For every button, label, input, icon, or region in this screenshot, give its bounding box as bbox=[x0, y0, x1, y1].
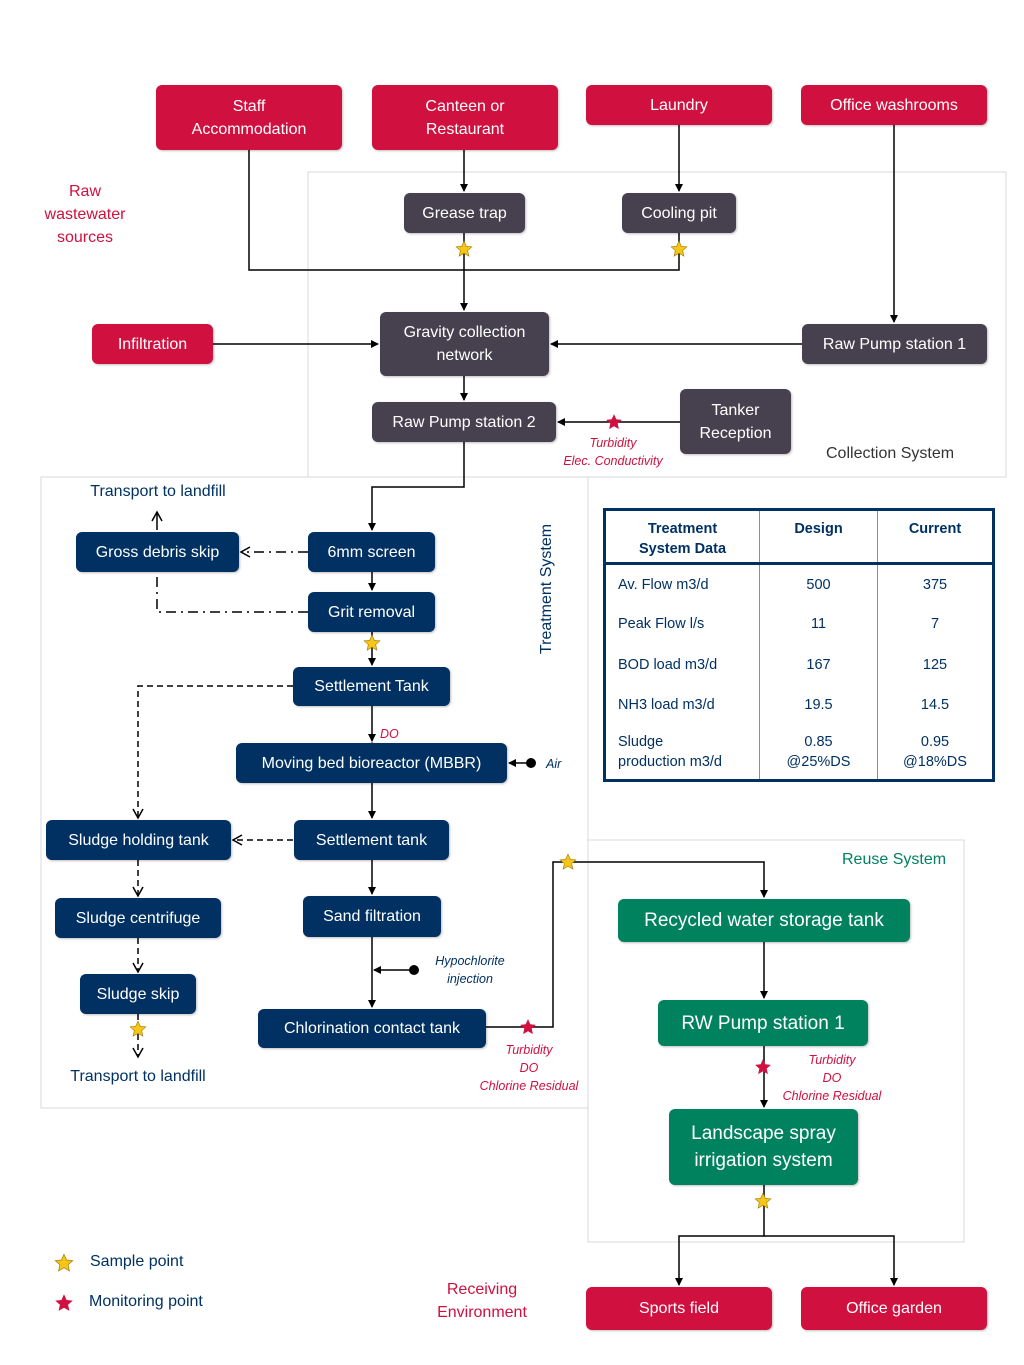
table-row: NH3 load m3/d 19.5 14.5 bbox=[605, 685, 994, 726]
table-cell: 0.95 @18%DS bbox=[877, 725, 994, 781]
sports-field-node: Sports field bbox=[586, 1287, 772, 1330]
monitoring-point-star-icon bbox=[755, 1059, 771, 1075]
table-row: Peak Flow l/s 11 7 bbox=[605, 604, 994, 645]
sample-point-legend-label: Sample point bbox=[90, 1253, 184, 1270]
canteen-restaurant-node: Canteen or Restaurant bbox=[372, 85, 558, 150]
table-header-row: Treatment System Data Design Current bbox=[604, 509, 994, 564]
infiltration-node: Infiltration bbox=[92, 324, 213, 364]
raw-wastewater-sources-title: Raw wastewater sources bbox=[44, 183, 126, 246]
table-cell: 500 bbox=[759, 563, 878, 605]
treatment-system-boundary bbox=[40, 476, 589, 1109]
monitoring-point-star-icon bbox=[606, 414, 622, 430]
raw-pump-station-2-node: Raw Pump station 2 bbox=[372, 402, 556, 442]
gravity-collection-node: Gravity collection network bbox=[380, 312, 549, 376]
receiving-environment-title: Receiving Environment bbox=[437, 1281, 527, 1321]
table-cell: 19.5 bbox=[759, 685, 878, 726]
tanker-monitoring-annotation: Turbidity Elec. Conductivity bbox=[563, 436, 663, 468]
rw-pump-station-1-node: RW Pump station 1 bbox=[658, 1000, 868, 1046]
do-annotation: DO bbox=[380, 727, 399, 741]
treatment-system-title: Treatment System bbox=[538, 523, 555, 655]
sample-point-legend-star-icon bbox=[54, 1253, 74, 1272]
sample-point-star-icon bbox=[670, 240, 688, 257]
tanker-reception-node: Tanker Reception bbox=[680, 389, 791, 454]
grit-removal-node: Grit removal bbox=[308, 592, 435, 632]
staff-accommodation-node: Staff Accommodation bbox=[156, 85, 342, 150]
monitoring-point-star-icon bbox=[520, 1019, 536, 1035]
table-header-cell: Treatment System Data bbox=[638, 521, 727, 557]
table-row: Av. Flow m3/d 500 375 bbox=[605, 563, 994, 605]
hypochlorite-injection-annotation: Hypochlorite injection bbox=[435, 954, 505, 986]
collection-system-boundary bbox=[307, 171, 1007, 478]
table-cell: 375 bbox=[877, 563, 994, 605]
air-injection-point bbox=[526, 758, 536, 768]
monitoring-point-legend-label: Monitoring point bbox=[89, 1293, 203, 1310]
table-cell: Sludge production m3/d bbox=[618, 734, 722, 771]
table-cell: Av. Flow m3/d bbox=[618, 576, 709, 593]
table-header-cell: Current bbox=[877, 509, 994, 564]
office-garden-node: Office garden bbox=[801, 1287, 987, 1330]
6mm-screen-node: 6mm screen bbox=[308, 532, 435, 572]
table-row: BOD load m3/d 167 125 bbox=[605, 644, 994, 686]
sample-point-star-icon bbox=[455, 240, 473, 257]
sample-point-star-icon bbox=[754, 1192, 772, 1209]
table-cell: NH3 load m3/d bbox=[618, 697, 715, 714]
sand-filtration-node: Sand filtration bbox=[303, 896, 441, 937]
cooling-pit-node: Cooling pit bbox=[622, 193, 736, 233]
sample-point-star-icon bbox=[559, 853, 577, 870]
table-cell: 167 bbox=[759, 644, 878, 686]
sample-point-star-icon bbox=[129, 1020, 147, 1037]
sludge-holding-tank-node: Sludge holding tank bbox=[46, 820, 231, 860]
table-cell: 0.85 @25%DS bbox=[759, 725, 878, 781]
chlorination-monitoring-annotation: Turbidity DO Chlorine Residual bbox=[479, 1043, 579, 1093]
reuse-system-title: Reuse System bbox=[842, 851, 947, 868]
table-cell: 11 bbox=[759, 604, 878, 645]
settlement-tank-1-node: Settlement Tank bbox=[293, 667, 450, 706]
office-washrooms-node: Office washrooms bbox=[801, 85, 987, 125]
settlement-tank-2-node: Settlement tank bbox=[294, 820, 449, 860]
table-cell: 14.5 bbox=[877, 685, 994, 726]
transport-to-landfill-bottom-label: Transport to landfill bbox=[70, 1068, 206, 1085]
table-row: Sludge production m3/d 0.85 @25%DS 0.95 … bbox=[605, 725, 994, 781]
hypochlorite-injection-point bbox=[409, 965, 419, 975]
table-cell: BOD load m3/d bbox=[618, 656, 718, 673]
gross-debris-skip-node: Gross debris skip bbox=[76, 532, 239, 572]
collection-system-title: Collection System bbox=[826, 445, 955, 462]
raw-pump-station-1-node: Raw Pump station 1 bbox=[802, 324, 987, 364]
recycled-water-storage-tank-node: Recycled water storage tank bbox=[618, 899, 910, 942]
legend: Sample point Monitoring point bbox=[52, 1250, 252, 1320]
rw-pump-monitoring-annotation: Turbidity DO Chlorine Residual bbox=[782, 1053, 882, 1103]
table-cell: Peak Flow l/s bbox=[618, 616, 705, 633]
table-cell: 7 bbox=[877, 604, 994, 645]
air-annotation: Air bbox=[546, 757, 562, 771]
landscape-spray-irrigation-node: Landscape spray irrigation system bbox=[669, 1109, 858, 1185]
reuse-system-boundary bbox=[587, 839, 965, 1243]
chlorination-contact-tank-node: Chlorination contact tank bbox=[258, 1009, 486, 1048]
transport-to-landfill-top-label: Transport to landfill bbox=[90, 483, 226, 500]
monitoring-point-legend-star-icon bbox=[55, 1294, 73, 1311]
sludge-centrifuge-node: Sludge centrifuge bbox=[55, 898, 221, 938]
sample-point-star-icon bbox=[363, 634, 381, 651]
treatment-system-data-table: Treatment System Data Design Current Av.… bbox=[603, 508, 995, 782]
sludge-skip-node: Sludge skip bbox=[80, 974, 196, 1014]
grease-trap-node: Grease trap bbox=[404, 193, 525, 233]
table-cell: 125 bbox=[877, 644, 994, 686]
table-header-cell: Design bbox=[759, 509, 878, 564]
mbbr-node: Moving bed bioreactor (MBBR) bbox=[236, 743, 507, 783]
laundry-node: Laundry bbox=[586, 85, 772, 125]
